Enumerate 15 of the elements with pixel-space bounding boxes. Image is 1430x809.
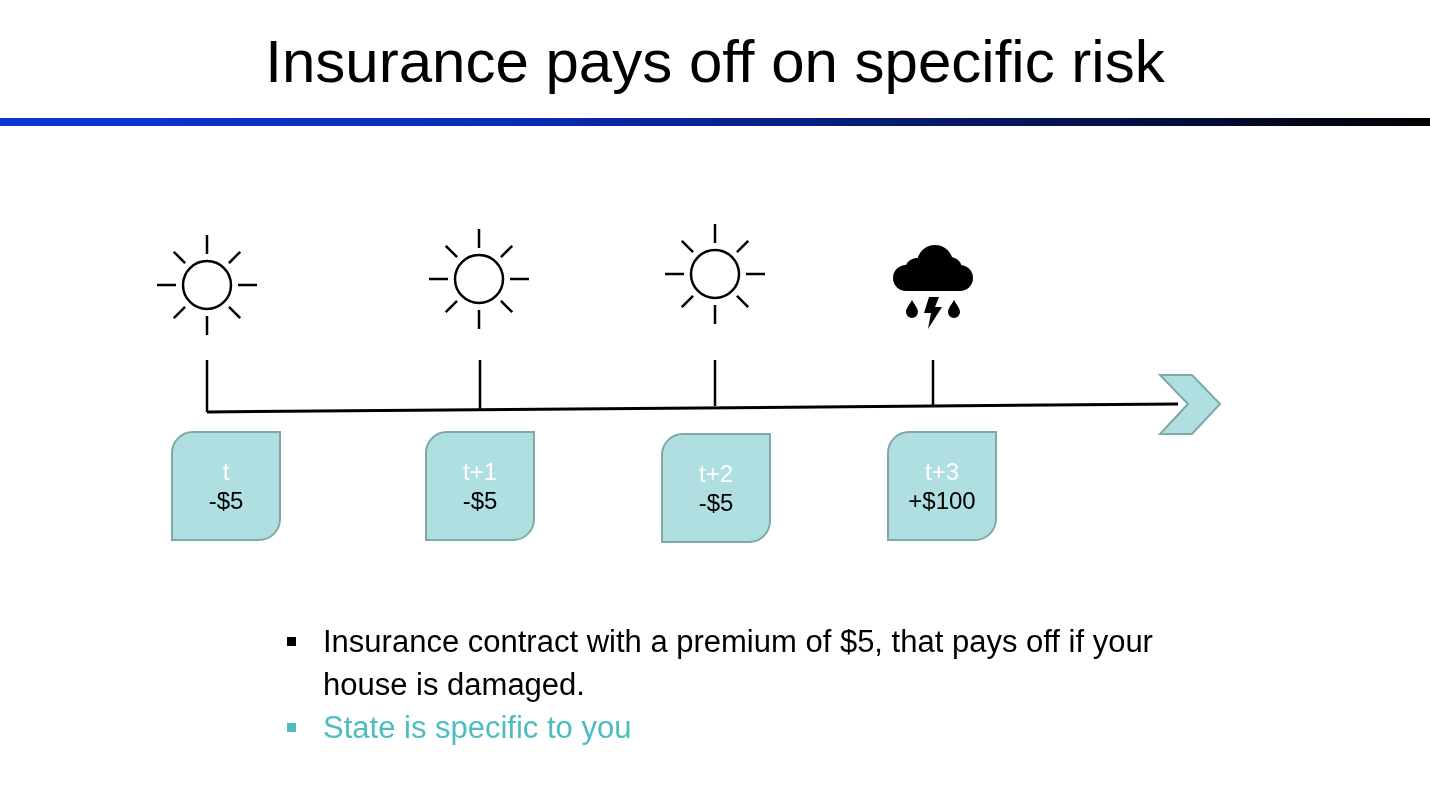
slide-title: Insurance pays off on specific risk	[265, 27, 1165, 97]
time-card	[661, 433, 771, 543]
time-label: t+1	[463, 457, 497, 486]
bullet-text: Insurance contract with a premium of $5, that pays off if your house is damaged.	[323, 623, 1154, 704]
time-card	[887, 431, 997, 541]
amount-label: -$5	[208, 486, 244, 515]
amount-label: -$5	[462, 486, 498, 515]
time-label: t+2	[699, 459, 733, 488]
amount-label: +$100	[908, 486, 976, 515]
time-label: t+3	[925, 457, 959, 486]
amount-label: -$5	[698, 488, 734, 517]
time-label: t	[222, 457, 230, 486]
bullet-text: State is specific to you	[323, 709, 633, 747]
time-card	[171, 431, 281, 541]
time-card	[425, 431, 535, 541]
